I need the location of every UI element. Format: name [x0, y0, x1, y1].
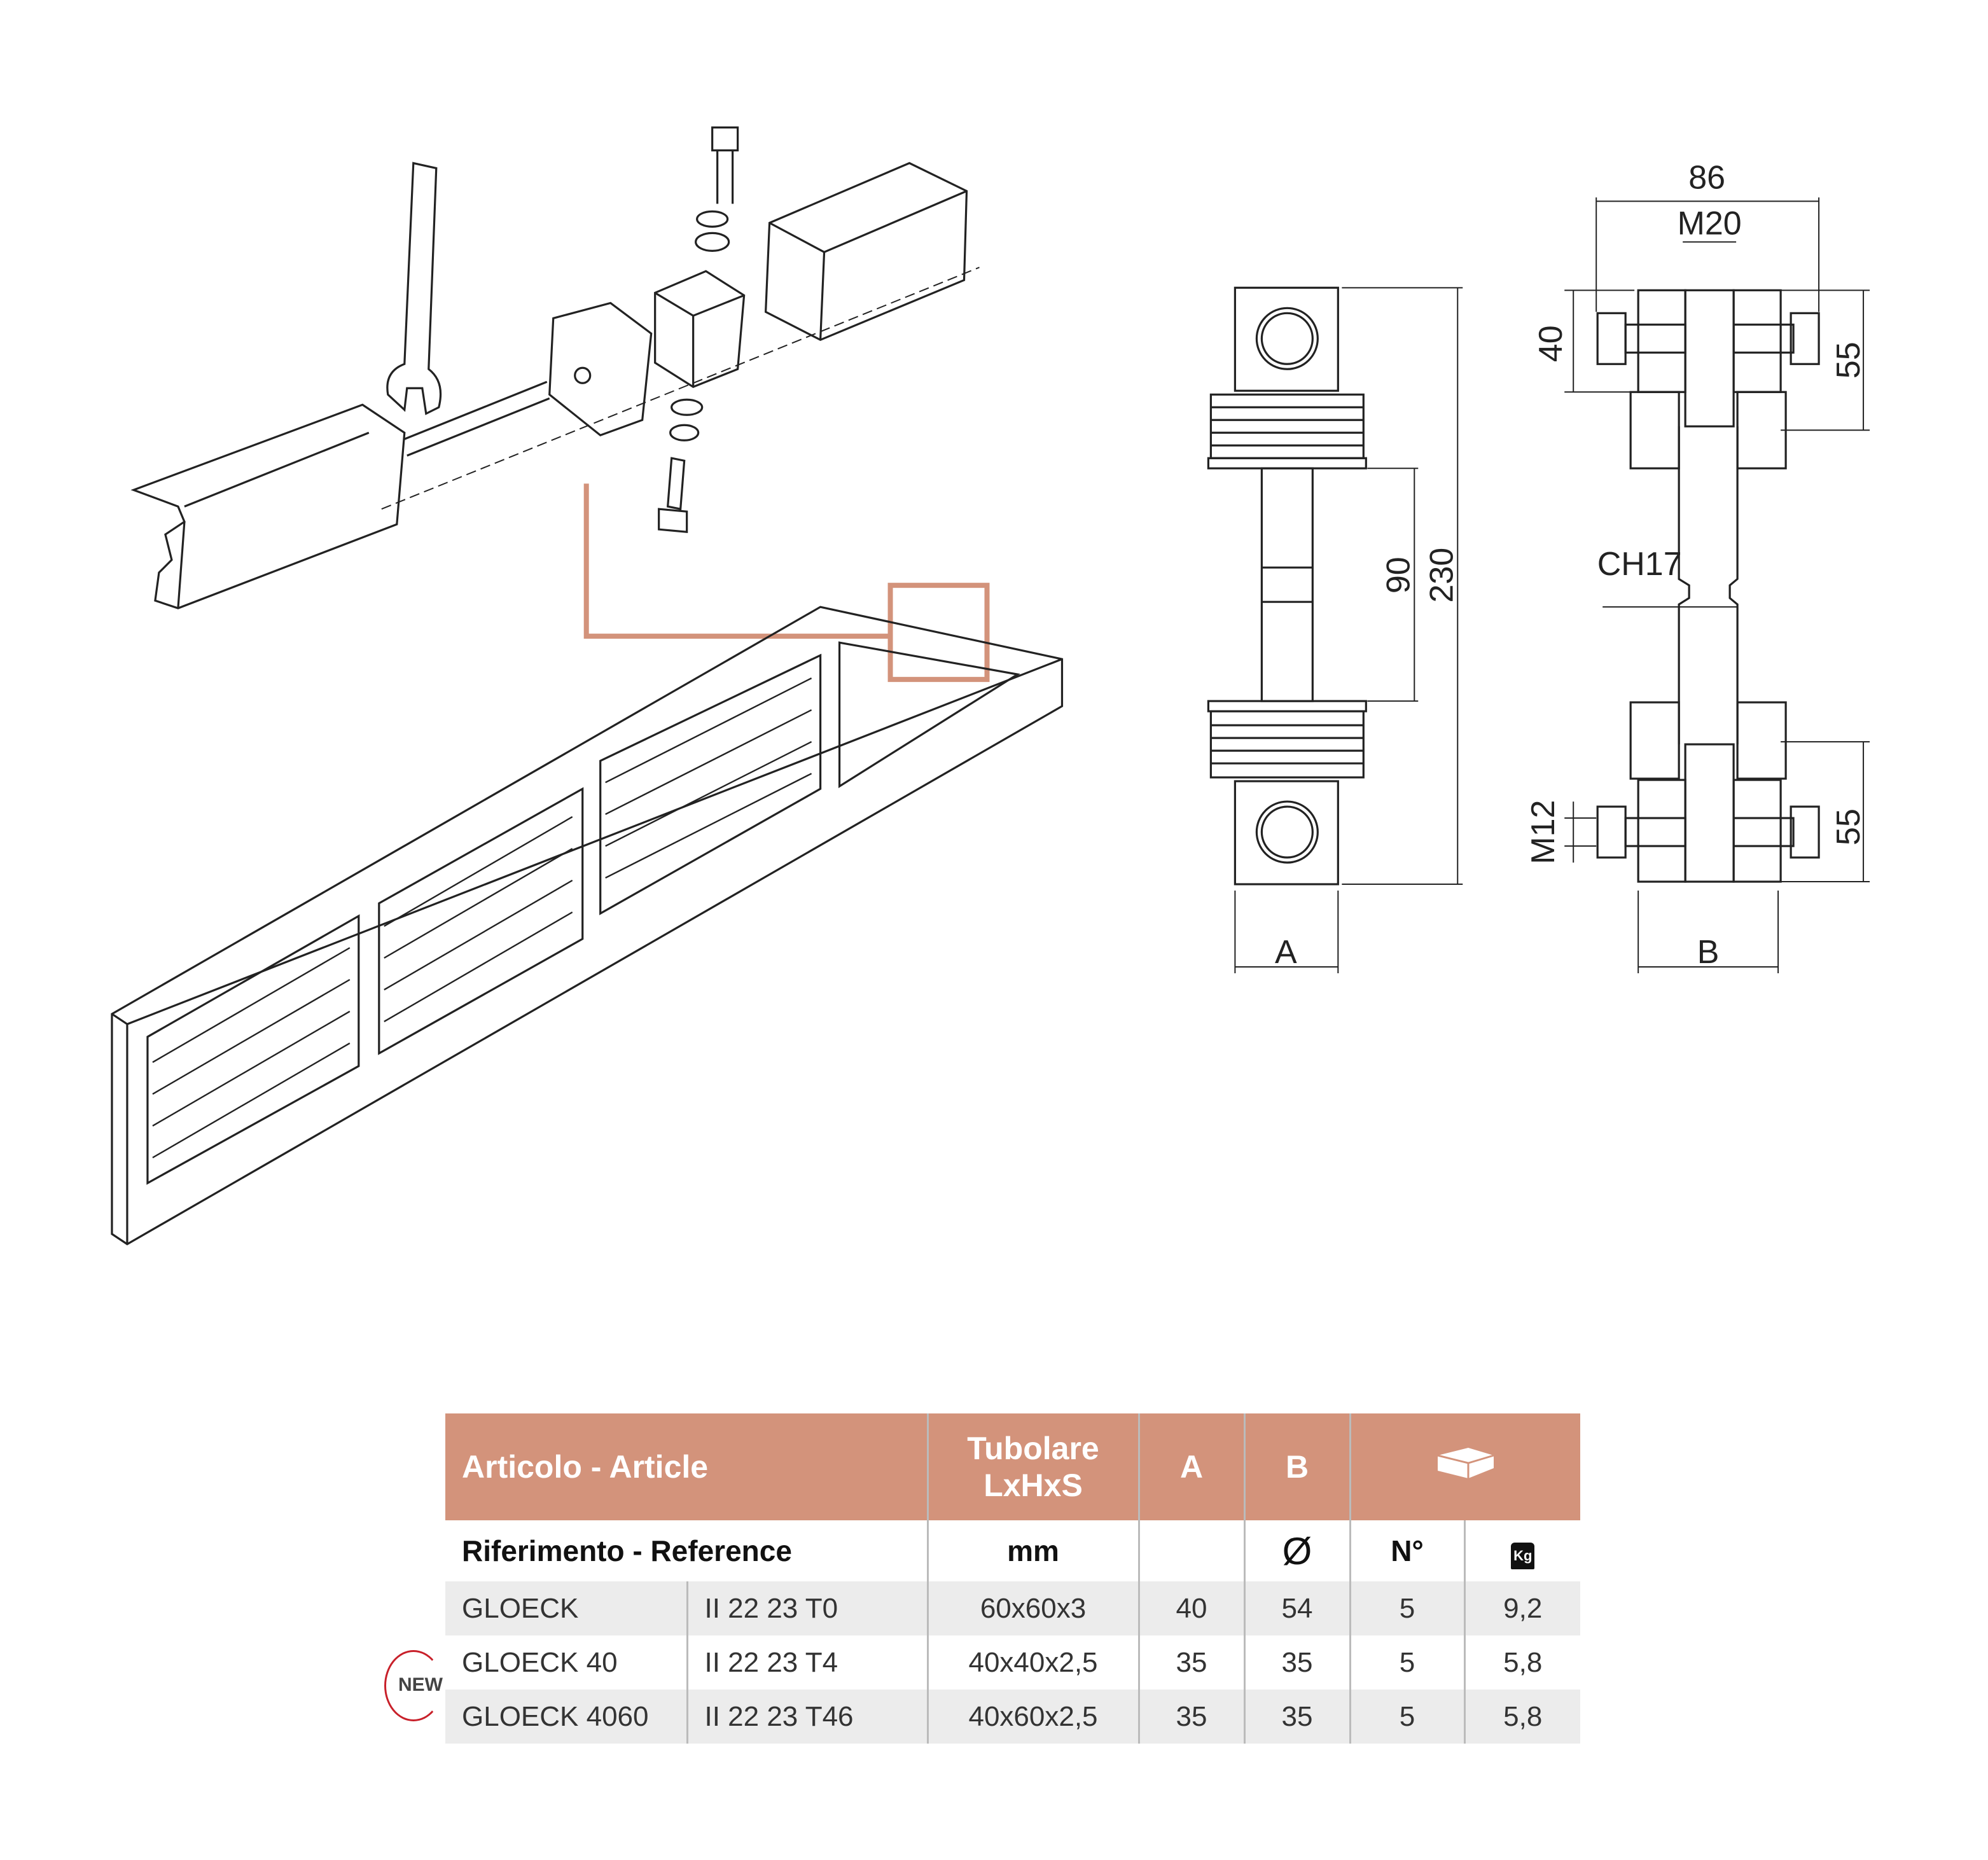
cell-pieces: 5: [1350, 1690, 1466, 1744]
cell-tube: 40x40x2,5: [928, 1635, 1140, 1690]
header-tube-line2: LxHxS: [984, 1468, 1083, 1503]
table-row: GLOECK 4060 II 22 23 T46 40x60x2,5 35 35…: [445, 1690, 1580, 1744]
weight-kg-icon: Kg: [1464, 1520, 1580, 1581]
cell-weight: 5,8: [1503, 1646, 1543, 1678]
diameter-icon: Ø: [1244, 1520, 1351, 1581]
cell-a: 35: [1139, 1635, 1246, 1690]
bolt-top: [711, 126, 739, 204]
subheader-reference: Riferimento - Reference: [445, 1520, 929, 1581]
section-view: [1564, 197, 1870, 973]
dim-ch17-label: CH17: [1597, 546, 1682, 583]
cell-article: GLOECK: [445, 1581, 688, 1635]
header-package: [1350, 1413, 1580, 1520]
cell-reference: II 22 23 T0: [687, 1581, 929, 1635]
end-plate: [548, 302, 653, 437]
cell-pieces: 5: [1350, 1635, 1466, 1690]
dim-230-label: 230: [1423, 548, 1460, 603]
tube-end: [764, 162, 968, 342]
wrench-icon: [386, 162, 442, 415]
cell-article: GLOECK 4060: [445, 1690, 688, 1744]
new-badge-circle: [384, 1650, 443, 1721]
exploded-assembly-view: [130, 126, 980, 609]
cell-a: 40: [1139, 1581, 1246, 1635]
cell-b: 35: [1244, 1635, 1351, 1690]
bracket-body: [130, 403, 406, 609]
header-b: B: [1244, 1413, 1351, 1520]
subheader-pieces: N°: [1350, 1520, 1466, 1581]
table-row: GLOECK II 22 23 T0 60x60x3 40 54 5 9,2: [445, 1581, 1580, 1635]
bolt-bottom: [658, 457, 688, 533]
gate-isometric-view: [111, 606, 1064, 1246]
cell-reference: II 22 23 T46: [687, 1690, 929, 1744]
dim-40-label: 40: [1533, 325, 1569, 362]
cell-weight: 5,8: [1464, 1690, 1580, 1744]
cell-pieces: 5: [1350, 1581, 1466, 1635]
subheader-unit: mm: [928, 1520, 1140, 1581]
table-row: GLOECK 40 II 22 23 T4 40x40x2,5 35 35 5 …: [445, 1635, 1580, 1690]
cell-tube: 60x60x3: [928, 1581, 1140, 1635]
dim-a-label: A: [1275, 934, 1297, 971]
header-a: A: [1139, 1413, 1246, 1520]
dim-86-label: 86: [1688, 159, 1725, 196]
cell-reference: II 22 23 T4: [687, 1635, 929, 1690]
new-badge: NEW: [398, 1674, 443, 1695]
dim-m20-label: M20: [1678, 205, 1742, 242]
dim-55-bottom-label: 55: [1830, 809, 1867, 845]
dim-b-label: B: [1697, 934, 1720, 971]
cell-a: 35: [1139, 1690, 1246, 1744]
dim-90-label: 90: [1380, 557, 1417, 593]
threaded-rod: [404, 380, 550, 457]
header-tube-line1: Tubolare: [967, 1431, 1099, 1466]
dim-m12-label: M12: [1525, 800, 1562, 864]
detail-callout: [583, 483, 990, 683]
dim-55-top-label: 55: [1830, 342, 1867, 378]
front-view: [1207, 286, 1463, 973]
header-article: Articolo - Article: [445, 1413, 929, 1520]
cell-b: 54: [1244, 1581, 1351, 1635]
cell-tube: 40x60x2,5: [928, 1690, 1140, 1744]
cell-article: GLOECK 40: [445, 1635, 688, 1690]
nut-block: [654, 270, 746, 389]
box-icon: [1437, 1448, 1494, 1478]
subheader-a-empty: [1139, 1520, 1246, 1581]
cell-weight: 9,2: [1464, 1581, 1580, 1635]
weight-label: Kg: [1511, 1542, 1535, 1569]
cell-b: 35: [1244, 1690, 1351, 1744]
